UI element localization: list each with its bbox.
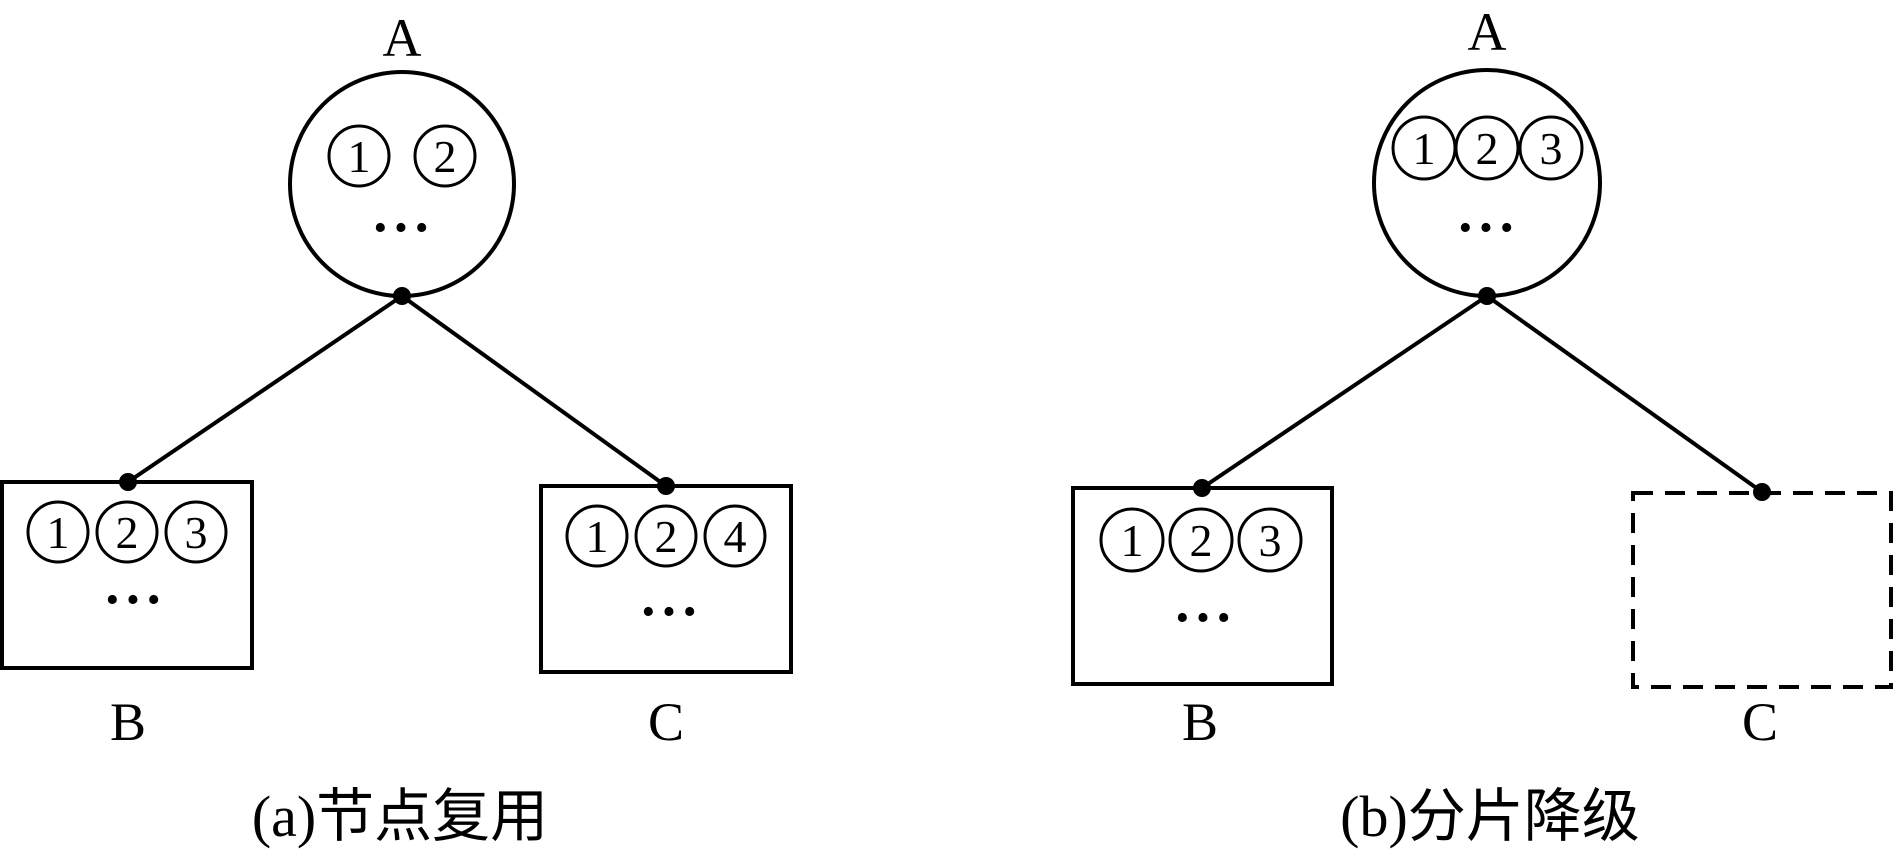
- connector-dot: [657, 477, 675, 495]
- ellipsis: ···: [103, 569, 165, 631]
- slot-c-2: 2: [634, 504, 698, 568]
- slot-label: 2: [655, 511, 678, 562]
- ellipsis: ···: [639, 581, 701, 643]
- root-node-a: [288, 70, 516, 298]
- slot-b-1: 1: [26, 500, 90, 564]
- root-node-a: [1372, 68, 1602, 298]
- connector-dot: [1478, 287, 1496, 305]
- connector-dot: [393, 287, 411, 305]
- connector-dot: [119, 473, 137, 491]
- node-label-a: A: [1468, 2, 1507, 62]
- slot-a-1: 1: [1391, 115, 1457, 181]
- edge-a-to-b: [126, 294, 404, 484]
- connector-dot: [1193, 479, 1211, 497]
- node-label-a: A: [383, 8, 422, 68]
- slot-b-3: 3: [1237, 507, 1303, 573]
- slot-c-1: 1: [565, 504, 629, 568]
- ellipsis: ···: [371, 197, 433, 259]
- slot-a-2: 2: [1454, 115, 1520, 181]
- slot-a-2: 2: [413, 124, 477, 188]
- panel-b: A 1 2 3 ··· 1 2 3 ··· B: [1071, 2, 1893, 849]
- slot-label: 1: [348, 131, 371, 182]
- slot-label: 1: [1413, 123, 1436, 174]
- edge-a-to-b: [1200, 294, 1489, 490]
- slot-label: 4: [724, 511, 747, 562]
- child-node-c-degraded: [1631, 491, 1893, 689]
- slot-b-2: 2: [95, 500, 159, 564]
- slot-label: 2: [116, 507, 139, 558]
- node-label-b: B: [110, 692, 146, 752]
- slot-label: 3: [1259, 515, 1282, 566]
- slot-label: 3: [185, 507, 208, 558]
- panel-a: A 1 2 ··· 1 2 3 ··· B: [0, 8, 793, 849]
- slot-label: 2: [1476, 123, 1499, 174]
- slot-label: 2: [1190, 515, 1213, 566]
- slot-b-1: 1: [1099, 507, 1165, 573]
- caption-a: (a)节点复用: [252, 784, 548, 849]
- edge-a-to-c: [400, 294, 668, 488]
- slot-c-4: 4: [703, 504, 767, 568]
- slot-label: 3: [1540, 123, 1563, 174]
- node-label-c: C: [648, 692, 684, 752]
- node-label-b: B: [1182, 692, 1218, 752]
- slot-b-2: 2: [1168, 507, 1234, 573]
- slot-b-3: 3: [164, 500, 228, 564]
- edge-a-to-c: [1485, 294, 1764, 494]
- slot-label: 1: [586, 511, 609, 562]
- slot-a-1: 1: [327, 124, 391, 188]
- node-label-c: C: [1742, 692, 1778, 752]
- slot-label: 1: [47, 507, 70, 558]
- slot-label: 2: [434, 131, 457, 182]
- slot-a-3: 3: [1518, 115, 1584, 181]
- ellipsis: ···: [1173, 587, 1235, 649]
- ellipsis: ···: [1456, 197, 1518, 259]
- slot-label: 1: [1121, 515, 1144, 566]
- connector-dot: [1753, 483, 1771, 501]
- caption-b: (b)分片降级: [1340, 784, 1640, 849]
